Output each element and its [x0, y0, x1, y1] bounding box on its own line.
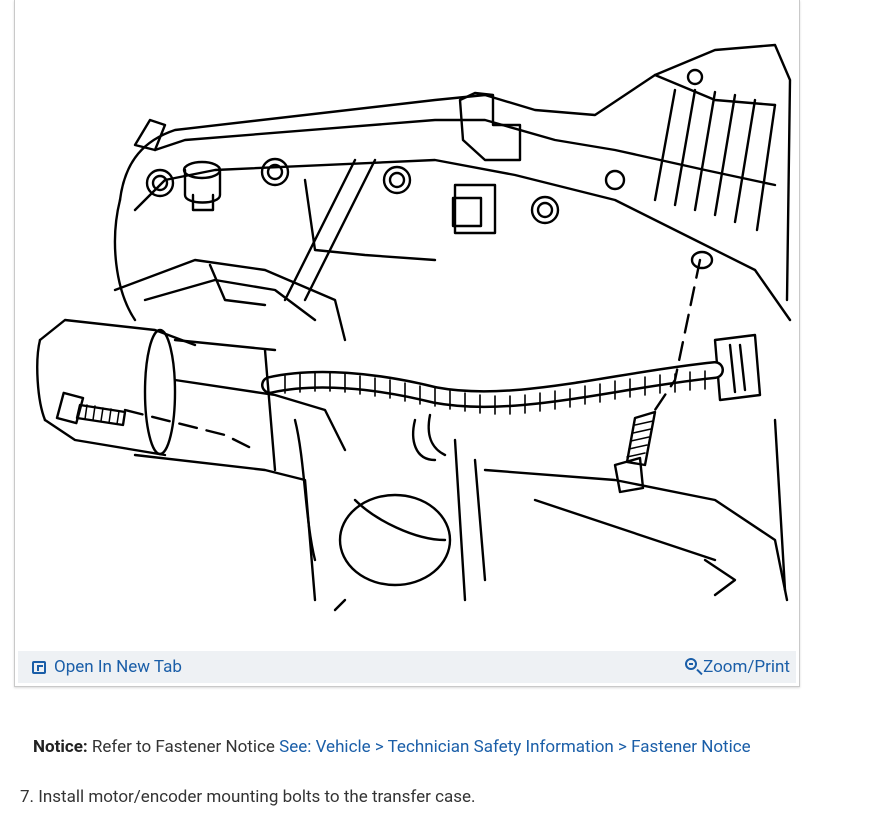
open-in-new-tab-icon	[32, 660, 46, 674]
notice-line: Notice: Refer to Fastener Notice See: Ve…	[33, 737, 751, 757]
zoom-print-label: Zoom/Print	[703, 657, 790, 677]
notice-label: Notice:	[33, 737, 88, 757]
figure-container: Open In New Tab Zoom/Print	[14, 0, 800, 687]
transfer-case-illustration[interactable]	[15, 0, 801, 650]
zoom-in-icon	[685, 658, 698, 670]
fastener-notice-link[interactable]: See: Vehicle > Technician Safety Informa…	[279, 737, 751, 757]
step-instruction: 7. Install motor/encoder mounting bolts …	[20, 787, 476, 807]
notice-text: Refer to Fastener Notice	[91, 737, 275, 757]
figure-toolbar: Open In New Tab Zoom/Print	[18, 651, 796, 683]
open-in-new-tab-label: Open In New Tab	[54, 657, 182, 677]
open-in-new-tab-link[interactable]: Open In New Tab	[32, 657, 182, 677]
zoom-print-link[interactable]: Zoom/Print	[685, 657, 790, 677]
